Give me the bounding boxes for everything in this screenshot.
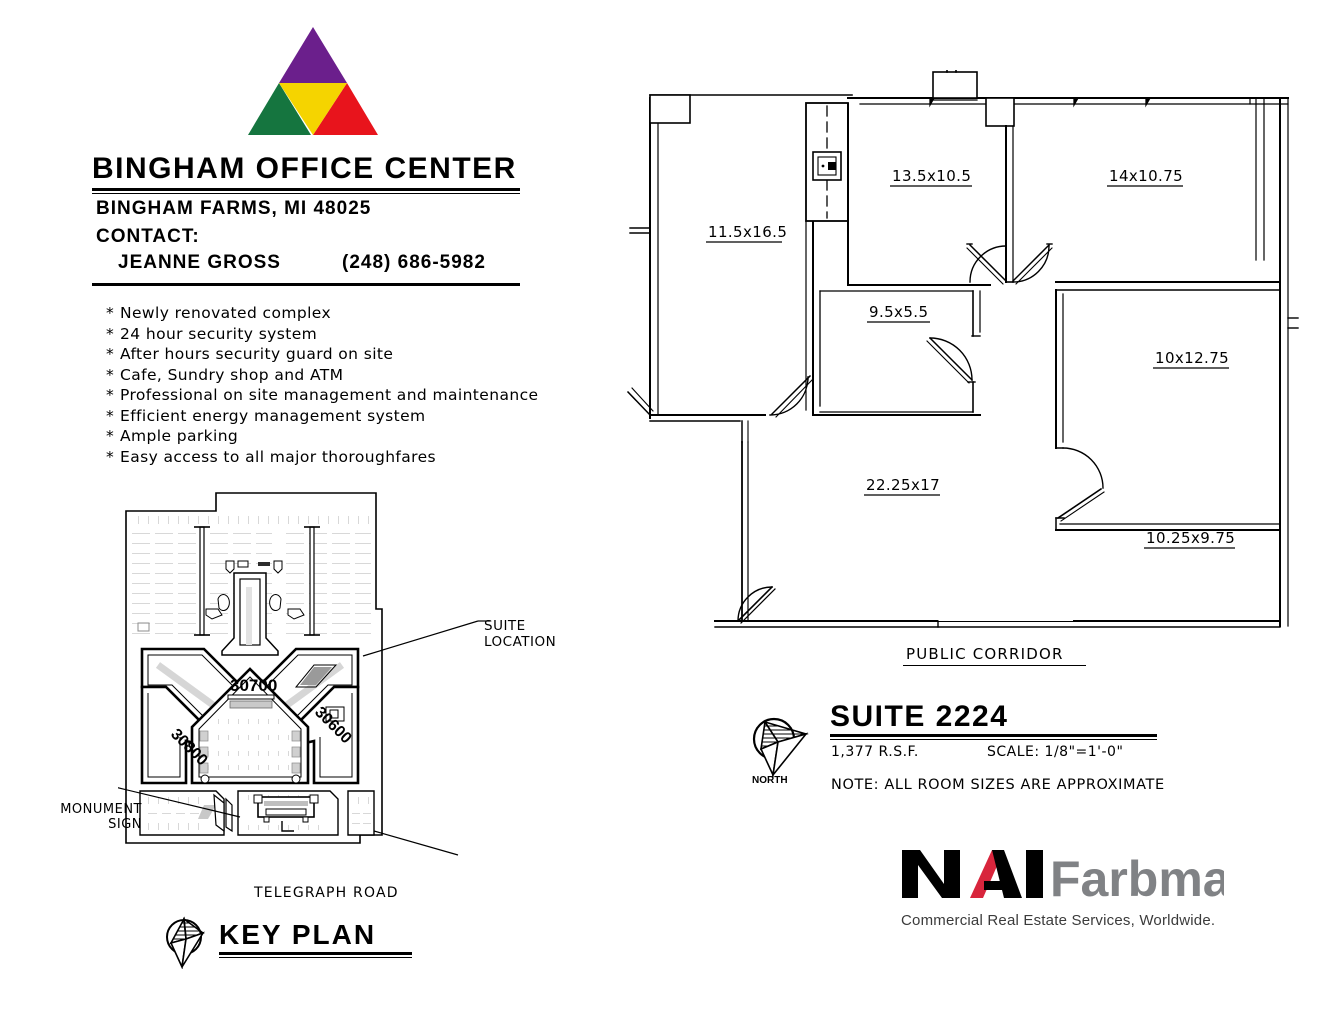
feature-label: Efficient energy management system — [120, 406, 426, 425]
feature-label: Easy access to all major thoroughfares — [120, 447, 437, 466]
bullet-icon: * — [106, 427, 115, 445]
nai-letter-i — [1026, 850, 1043, 898]
building-label-30700: 30700 — [230, 676, 277, 695]
north-arrow-icon: NORTH — [748, 712, 810, 786]
monument-sign-line2: SIGN — [108, 817, 142, 832]
key-plan-title-divider — [219, 952, 412, 958]
nai-letter-a-black — [992, 850, 1022, 898]
nai-tagline: Commercial Real Estate Services, Worldwi… — [901, 912, 1216, 929]
south-parking — [139, 790, 375, 836]
suite-location-line2: LOCATION — [484, 634, 557, 650]
contact-phone: (248) 686-5982 — [342, 252, 486, 273]
feature-label: After hours security guard on site — [120, 345, 394, 363]
suite-number: SUITE 2224 — [830, 700, 1009, 733]
bullet-icon: * — [106, 304, 115, 322]
bullet-icon: * — [106, 386, 115, 404]
suite-note: NOTE: ALL ROOM SIZES ARE APPROXIMATE — [831, 777, 1165, 793]
suite-location-line1: SUITE — [484, 618, 526, 634]
room-label-11-5x16-5: 11.5x16.5 — [708, 223, 787, 241]
monument-sign-label: MONUMENT SIGN — [46, 802, 142, 832]
nai-farbman-logo: Farbman — [900, 848, 1261, 907]
bullet-icon: * — [106, 406, 115, 425]
feature-label: Professional on site management and main… — [120, 386, 539, 404]
room-label-13-5x10-5: 13.5x10.5 — [892, 167, 971, 185]
feature-item: * Cafe, Sundry shop and ATM — [106, 365, 606, 386]
monument-sign-line1: MONUMENT — [60, 802, 142, 817]
room-label-10-25x9-75: 10.25x9.75 — [1146, 529, 1235, 547]
suite-location-leader — [362, 620, 479, 657]
logo-right-triangle — [313, 83, 378, 135]
company-logo — [248, 25, 378, 137]
key-plan-title: KEY PLAN — [219, 919, 377, 950]
feature-label: Cafe, Sundry shop and ATM — [120, 365, 344, 384]
feature-label: Ample parking — [120, 427, 239, 445]
feature-item: * Efficient energy management system — [106, 406, 606, 427]
room-label-22-25x17: 22.25x17 — [866, 476, 940, 494]
telegraph-road-label: TELEGRAPH ROAD — [254, 885, 399, 901]
feature-item: * Ample parking — [106, 426, 606, 447]
room-label-14x10-75: 14x10.75 — [1109, 167, 1183, 185]
compass-rose-icon — [163, 913, 209, 970]
logo-center-triangle — [279, 83, 347, 135]
room-label-9-5x5-5: 9.5x5.5 — [869, 303, 928, 321]
logo-left-triangle — [248, 83, 311, 135]
feature-item: * Professional on site management and mai… — [106, 385, 606, 406]
bullet-icon: * — [106, 324, 115, 343]
features-list: * Newly renovated complex * 24 hour securit… — [106, 303, 606, 467]
address-line: BINGHAM FARMS, MI 48025 — [96, 198, 372, 219]
floor-plan-diagram: 11.5x16.5 13.5x10.5 14x10.75 9.5x5.5 10x… — [620, 61, 1300, 650]
title-divider — [92, 188, 520, 194]
contact-divider — [92, 283, 520, 286]
feature-item: * Newly renovated complex — [106, 303, 606, 324]
suite-rsf: 1,377 R.S.F. — [831, 744, 919, 760]
suite-location-label: SUITE LOCATION — [484, 618, 556, 650]
feature-item: * Easy access to all major thoroughfares — [106, 447, 606, 468]
monument-sign-leader — [97, 782, 241, 818]
feature-label: Newly renovated complex — [120, 304, 332, 322]
contact-name: JEANNE GROSS — [118, 252, 281, 273]
entry-drive — [205, 560, 305, 656]
public-corridor-underline — [903, 665, 1086, 666]
bullet-icon: * — [106, 365, 115, 384]
bullet-icon: * — [106, 447, 115, 466]
key-plan-diagram: 30700 30800 30600 — [84, 483, 490, 873]
contact-label: CONTACT: — [96, 226, 200, 247]
nai-letter-n — [902, 850, 960, 898]
feature-label: 24 hour security system — [120, 324, 318, 343]
suite-divider — [830, 734, 1157, 740]
room-label-10x12-75: 10x12.75 — [1155, 349, 1229, 367]
feature-item: * After hours security guard on site — [106, 344, 606, 365]
building-complex: 30700 30800 30600 — [140, 647, 360, 785]
suite-scale: SCALE: 1/8"=1'-0" — [987, 744, 1124, 760]
page-title: BINGHAM OFFICE CENTER — [92, 152, 517, 185]
logo-top-triangle — [279, 27, 347, 83]
feature-item: * 24 hour security system — [106, 324, 606, 345]
road-leader — [373, 830, 459, 856]
farbman-wordmark: Farbman — [1050, 851, 1224, 900]
public-corridor-label: PUBLIC CORRIDOR — [906, 645, 1064, 663]
bullet-icon: * — [106, 345, 115, 363]
north-label: NORTH — [752, 775, 788, 784]
